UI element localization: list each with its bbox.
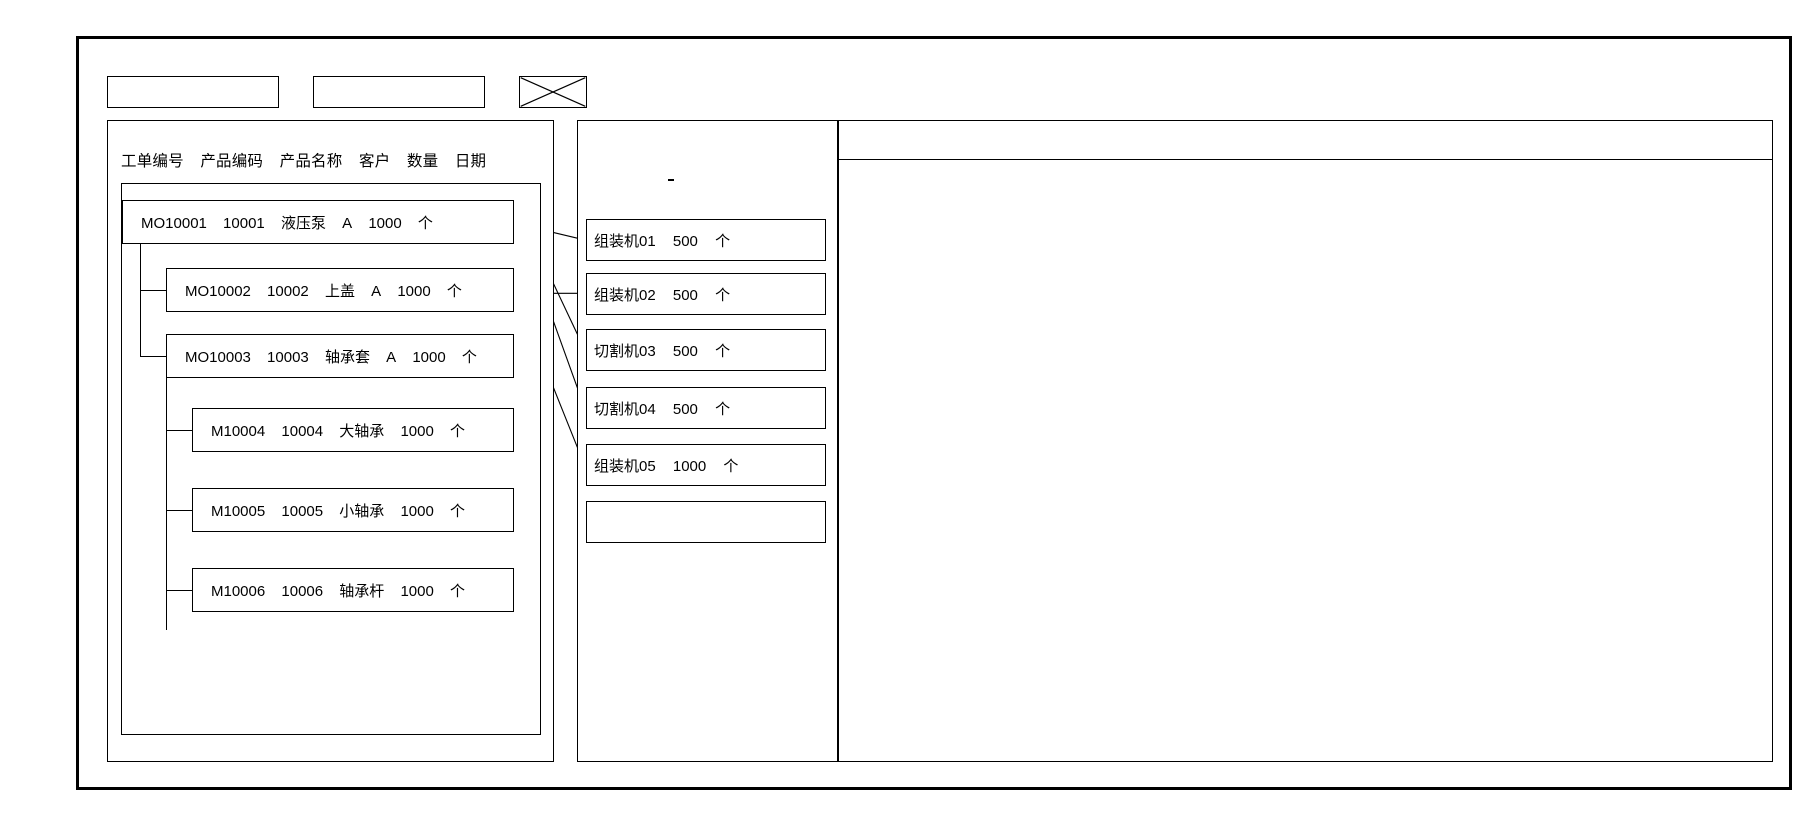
detail-panel <box>838 120 1773 762</box>
tree-line-branch-5 <box>166 590 192 592</box>
work-order-tree: MO10001 10001 液压泵 A 1000 个 MO10002 10002… <box>121 183 541 735</box>
tree-line-root-vertical <box>140 222 142 356</box>
machine-name: 组装机01 <box>594 232 656 250</box>
row-customer: A <box>342 214 353 232</box>
column-header-quantity: 数量 <box>406 153 439 170</box>
row-product-code: 10003 <box>267 348 309 366</box>
row-order-no: MO10003 <box>185 348 251 366</box>
row-product-name: 大轴承 <box>339 422 385 440</box>
column-header-customer: 客户 <box>358 153 391 170</box>
tree-line-branch-2 <box>140 356 166 358</box>
list-item-empty[interactable] <box>586 501 826 543</box>
row-unit: 个 <box>446 282 462 300</box>
row-product-code: 10002 <box>267 282 309 300</box>
work-order-column-headers: 工单编号 产品编码 产品名称 客户 数量 日期 <box>121 149 486 171</box>
machine-quantity: 1000 <box>672 457 707 475</box>
column-header-date: 日期 <box>454 153 487 170</box>
row-product-name: 液压泵 <box>280 214 326 232</box>
machine-unit: 个 <box>723 457 739 475</box>
list-item[interactable]: 组装机02 500 个 <box>586 273 826 315</box>
column-header-product-code: 产品编码 <box>200 153 264 170</box>
row-order-no: MO10002 <box>185 282 251 300</box>
machine-unit: 个 <box>715 286 731 304</box>
table-row[interactable]: M10004 10004 大轴承 1000 个 <box>192 408 514 452</box>
panel-marker-dot <box>668 179 674 181</box>
list-item[interactable]: 切割机04 500 个 <box>586 387 826 429</box>
machine-name: 切割机04 <box>594 400 656 418</box>
row-order-no: MO10001 <box>141 214 207 232</box>
table-row[interactable]: M10006 10006 轴承杆 1000 个 <box>192 568 514 612</box>
detail-panel-body[interactable] <box>839 160 1772 761</box>
row-quantity: 1000 <box>400 422 434 440</box>
table-row[interactable]: MO10003 10003 轴承套 A 1000 个 <box>166 334 514 378</box>
machine-quantity: 500 <box>672 286 698 304</box>
row-product-name: 轴承杆 <box>339 582 385 600</box>
row-order-no: M10005 <box>211 502 266 520</box>
row-customer: A <box>386 348 397 366</box>
machine-name: 组装机05 <box>594 457 656 475</box>
row-product-code: 10004 <box>281 422 324 440</box>
row-product-name: 小轴承 <box>339 502 385 520</box>
crossed-box-icon-button[interactable] <box>519 76 587 108</box>
crossed-box-icon <box>520 77 586 107</box>
row-quantity: 1000 <box>400 502 434 520</box>
machine-name: 组装机02 <box>594 286 656 304</box>
list-item[interactable]: 切割机03 500 个 <box>586 329 826 371</box>
row-quantity: 1000 <box>412 348 446 366</box>
row-quantity: 1000 <box>368 214 402 232</box>
work-order-panel: 工单编号 产品编码 产品名称 客户 数量 日期 MO1000 <box>107 120 554 762</box>
row-quantity: 1000 <box>397 282 431 300</box>
machine-quantity: 500 <box>672 232 698 250</box>
row-unit: 个 <box>417 214 433 232</box>
column-header-order-no: 工单编号 <box>121 153 184 170</box>
row-product-code: 10005 <box>281 502 324 520</box>
machine-quantity: 500 <box>672 400 698 418</box>
list-item[interactable]: 组装机05 1000 个 <box>586 444 826 486</box>
toolbar-box-2[interactable] <box>313 76 485 108</box>
row-product-name: 上盖 <box>324 282 355 300</box>
row-order-no: M10006 <box>211 582 266 600</box>
machine-unit: 个 <box>715 342 731 360</box>
row-quantity: 1000 <box>400 582 434 600</box>
row-unit: 个 <box>461 348 477 366</box>
detail-panel-header <box>839 121 1772 160</box>
application-window: 工单编号 产品编码 产品名称 客户 数量 日期 MO1000 <box>76 36 1792 790</box>
tree-line-sub-vertical <box>166 378 168 630</box>
column-header-product-name: 产品名称 <box>279 153 343 170</box>
row-unit: 个 <box>450 422 466 440</box>
row-product-name: 轴承套 <box>324 348 370 366</box>
toolbar-box-1[interactable] <box>107 76 279 108</box>
list-item[interactable]: 组装机01 500 个 <box>586 219 826 261</box>
tree-line-branch-1 <box>140 290 166 292</box>
row-product-code: 10001 <box>223 214 265 232</box>
machine-unit: 个 <box>715 400 731 418</box>
machine-name: 切割机03 <box>594 342 656 360</box>
row-order-no: M10004 <box>211 422 266 440</box>
panel-container: 工单编号 产品编码 产品名称 客户 数量 日期 MO1000 <box>107 120 1773 767</box>
row-unit: 个 <box>450 502 466 520</box>
table-row[interactable]: MO10002 10002 上盖 A 1000 个 <box>166 268 514 312</box>
machine-unit: 个 <box>715 232 731 250</box>
row-unit: 个 <box>450 582 466 600</box>
machine-quantity: 500 <box>672 342 698 360</box>
row-customer: A <box>371 282 382 300</box>
row-product-code: 10006 <box>281 582 324 600</box>
machine-panel: 组装机01 500 个 组装机02 500 个 切割机03 500 个 <box>577 120 838 762</box>
tree-line-branch-3 <box>166 430 192 432</box>
table-row[interactable]: M10005 10005 小轴承 1000 个 <box>192 488 514 532</box>
tree-line-branch-4 <box>166 510 192 512</box>
table-row[interactable]: MO10001 10001 液压泵 A 1000 个 <box>122 200 514 244</box>
toolbar <box>107 76 587 108</box>
